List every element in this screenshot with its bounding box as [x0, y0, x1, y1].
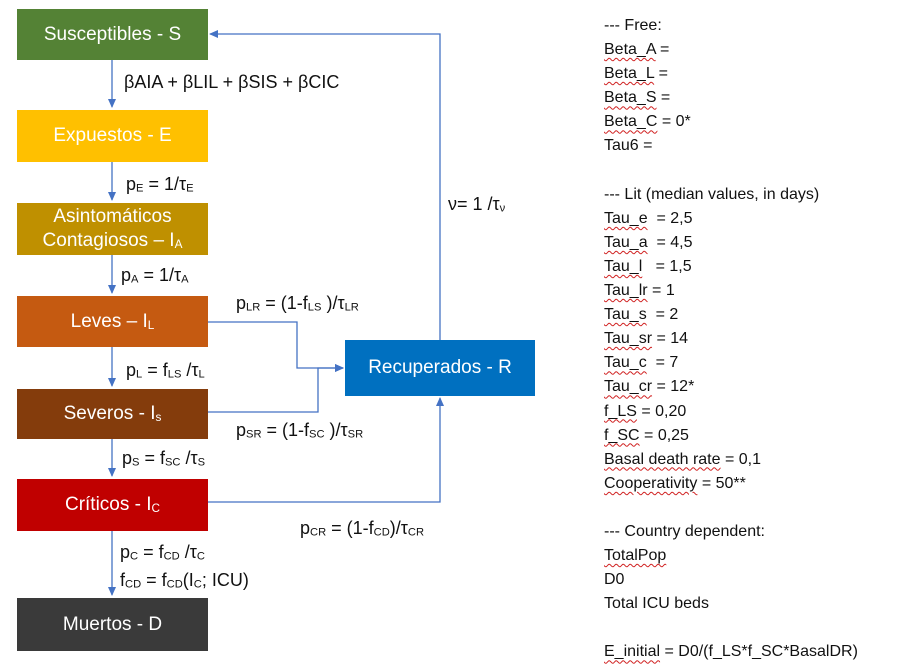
label-s-e-infection: βAIA + βLIL + βSIS + βCIC	[124, 72, 340, 92]
arrow-c-r	[208, 397, 444, 503]
parameter-line: Beta_S =	[604, 89, 671, 107]
node-asintomaticos-line2: Contagiosos – IA	[42, 230, 183, 251]
node-susceptibles: Susceptibles - S	[17, 9, 208, 60]
node-expuestos: Expuestos - E	[17, 110, 208, 162]
parameter-line: Beta_L =	[604, 65, 668, 83]
parameter-line: Tau6 =	[604, 137, 653, 155]
node-criticos: Críticos - IC	[17, 479, 208, 531]
parameter-line: --- Country dependent:	[604, 522, 765, 540]
parameter-line: f_SC = 0,25	[604, 426, 689, 444]
node-susceptibles-label: Susceptibles - S	[43, 23, 182, 45]
label-sv-c: pS = fSC /τS	[122, 448, 206, 469]
label-c-d-rate: pC = fCD /τC	[120, 542, 205, 563]
parameter-line: Beta_A =	[604, 41, 670, 59]
parameter-line: Basal death rate = 0,1	[604, 450, 762, 468]
node-asintomaticos-line1: Asintomáticos	[53, 206, 172, 228]
node-expuestos-label: Expuestos - E	[53, 125, 172, 147]
parameter-line	[604, 616, 899, 640]
parameter-line: Tau_c = 7	[604, 354, 679, 372]
node-criticos-label: Críticos - IC	[64, 494, 161, 516]
parameter-line: E_initial = D0/(f_LS*f_SC*BasalDR)	[604, 643, 858, 661]
node-severos: Severos - Is	[17, 389, 208, 439]
parameter-line: Total ICU beds	[604, 595, 709, 613]
parameter-line: Tau_l = 1,5	[604, 257, 692, 275]
parameter-list: --- Free: Beta_A = Beta_L = Beta_S = Beta_C …	[604, 14, 899, 665]
parameter-line: Tau_a = 4,5	[604, 233, 693, 251]
node-muertos-label: Muertos - D	[62, 613, 163, 635]
parameter-line: Tau_lr = 1	[604, 282, 675, 300]
label-c-r: pCR = (1-fCD)/τCR	[300, 518, 425, 539]
label-a-l: pA = 1/τA	[121, 265, 189, 286]
parameter-line: f_LS = 0,20	[604, 402, 687, 420]
parameter-line: Tau_s = 2	[604, 306, 679, 324]
node-recuperados-label: Recuperados - R	[368, 357, 512, 379]
node-leves: Leves – IL	[17, 296, 208, 347]
parameter-line: D0	[604, 571, 625, 589]
parameter-line: Beta_C = 0*	[604, 113, 691, 131]
parameter-line: Cooperativity = 50**	[604, 474, 746, 492]
label-e-a: pE = 1/τE	[126, 174, 194, 195]
parameter-line	[604, 496, 899, 520]
parameter-line: Tau_sr = 14	[604, 330, 689, 348]
label-c-d-fraction: fCD = fCD(IC; ICU)	[120, 570, 249, 591]
label-sv-r: pSR = (1-fSC )/τSR	[236, 420, 364, 441]
arrow-sv-r	[208, 364, 344, 413]
label-l-r: pLR = (1-fLS )/τLR	[236, 293, 359, 314]
parameter-line	[604, 159, 899, 183]
node-asintomaticos: Asintomáticos Contagiosos – IA	[17, 203, 208, 255]
arrow-r-s	[209, 30, 441, 340]
arrow-l-r	[208, 321, 344, 372]
label-l-sv: pL = fLS /τL	[126, 360, 205, 381]
node-severos-label: Severos - Is	[63, 403, 162, 425]
label-r-s: ν= 1 /τν	[448, 194, 506, 215]
parameter-line: --- Lit (median values, in days)	[604, 185, 820, 203]
node-leves-label: Leves – IL	[70, 310, 155, 332]
parameter-line: Tau_cr = 12*	[604, 378, 695, 396]
parameter-line: TotalPop	[604, 547, 667, 565]
node-muertos: Muertos - D	[17, 598, 208, 651]
node-recuperados: Recuperados - R	[345, 340, 535, 396]
parameter-line: Tau_e = 2,5	[604, 209, 693, 227]
parameter-line: --- Free:	[604, 17, 662, 34]
